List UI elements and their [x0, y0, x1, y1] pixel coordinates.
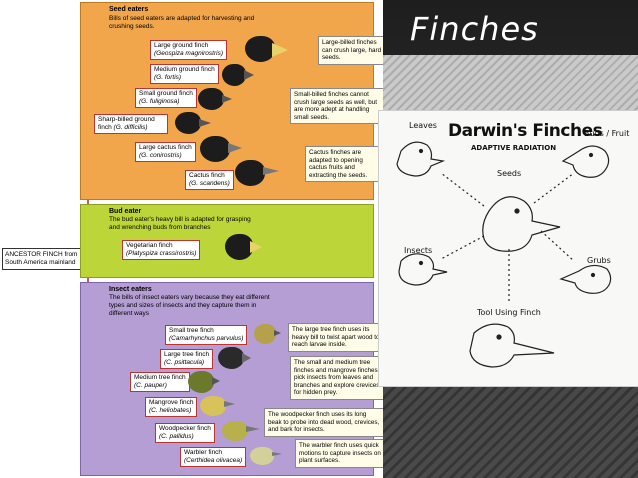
slide-title: Finches [410, 10, 539, 48]
phylogeny-panel: ANCESTOR FINCH from South America mainla… [0, 0, 386, 478]
woodpecker-finch-illustration [222, 421, 248, 441]
finch-beak [272, 43, 288, 57]
bud-eater-description: The bud eater's heavy bill is adapted fo… [109, 216, 251, 231]
large-ground-finch-illustration [245, 36, 275, 62]
mangrove-finch-illustration [200, 396, 226, 416]
decorative-stripe [383, 55, 638, 110]
medium-ground-finch-illustration [222, 64, 246, 86]
species-label: Sharp-billed ground finch (G. difficilis… [94, 114, 168, 134]
species-label: Medium ground finch (G. fortis) [150, 64, 219, 84]
finch-beak [228, 143, 242, 153]
finch-beak [212, 377, 220, 385]
species-label: Woodpecker finch (C. pallidus) [155, 423, 215, 443]
small-tree-finch-illustration [254, 324, 276, 344]
finch-beak [263, 167, 279, 175]
species-label: Large ground finch (Geospiza magnirostri… [150, 40, 227, 60]
bud-eater-title: Bud eater [109, 208, 142, 215]
finch-beak [224, 401, 235, 407]
species-label: Cactus finch (G. scandens) [185, 170, 234, 190]
species-label: Warbler finch (Certhidea olivacea) [180, 447, 247, 467]
finch-beak [250, 241, 262, 253]
finch-beak [242, 353, 251, 363]
seed-eaters-description: Bills of seed eaters are adapted for har… [109, 15, 255, 30]
note-box: The woodpecker finch uses its long beak … [264, 408, 384, 437]
finch-beak [246, 426, 260, 432]
sketch-title: Darwin's Finches [448, 121, 603, 141]
note-box: Cactus finches are adapted to opening ca… [305, 146, 383, 182]
note-box: The large tree finch uses its heavy bill… [288, 323, 384, 352]
note-box: The warbler finch uses quick motions to … [295, 439, 385, 468]
label-grubs: Grubs [587, 256, 611, 265]
insect-eaters-description: The bills of insect eaters vary because … [109, 294, 270, 317]
finch-beak [272, 452, 282, 456]
label-seeds: Seeds [497, 169, 522, 178]
label-tool-using-finch: Tool Using Finch [477, 308, 541, 317]
sketch-subtitle: ADAPTIVE RADIATION [471, 144, 557, 152]
note-box: Small-billed finches cannot crush large … [290, 88, 384, 124]
ancestor-finch-label: ANCESTOR FINCH from South America mainla… [2, 248, 84, 270]
label-insects: Insects [404, 246, 433, 255]
label-buds-fruit: Buds / Fruit [584, 129, 630, 138]
species-label: Vegetarian finch (Platyspiza crassirostr… [122, 240, 201, 260]
large-tree-finch-illustration [218, 347, 244, 369]
seed-eaters-title: Seed eaters [109, 6, 149, 13]
species-label: Large cactus finch (G. conirostris) [135, 142, 196, 162]
finch-beak [222, 95, 232, 103]
decorative-stripe [383, 385, 638, 478]
small-ground-finch-illustration [198, 88, 224, 110]
species-label: Medium tree finch (C. pauper) [130, 372, 190, 392]
finch-beak [244, 70, 254, 80]
note-box: Large-billed finches can crush large, ha… [318, 36, 386, 65]
label-leaves: Leaves [409, 121, 437, 130]
large-cactus-finch-illustration [200, 136, 230, 162]
species-label: Small ground finch (G. fuliginosa) [135, 88, 197, 108]
species-label: Small tree finch (Camarhynchus parvulus) [165, 325, 248, 345]
sharp-billed-finch-illustration [175, 112, 201, 134]
vegetarian-finch-illustration [225, 234, 253, 260]
finch-beak [274, 330, 281, 336]
note-box: The small and medium tree finches and ma… [290, 356, 384, 400]
finch-beak [199, 119, 211, 127]
sketch-drawings [396, 141, 612, 368]
medium-tree-finch-illustration [188, 371, 214, 393]
darwins-finches-sketch: Darwin's Finches ADAPTIVE RADIATION Leav… [378, 110, 638, 387]
insect-eaters-title: Insect eaters [109, 286, 152, 293]
species-label: Large tree finch (C. psittacula) [160, 349, 214, 369]
cactus-finch-illustration [235, 160, 265, 186]
warbler-finch-illustration [250, 447, 274, 465]
species-label: Mangrove finch (C. heliobates) [145, 397, 198, 417]
